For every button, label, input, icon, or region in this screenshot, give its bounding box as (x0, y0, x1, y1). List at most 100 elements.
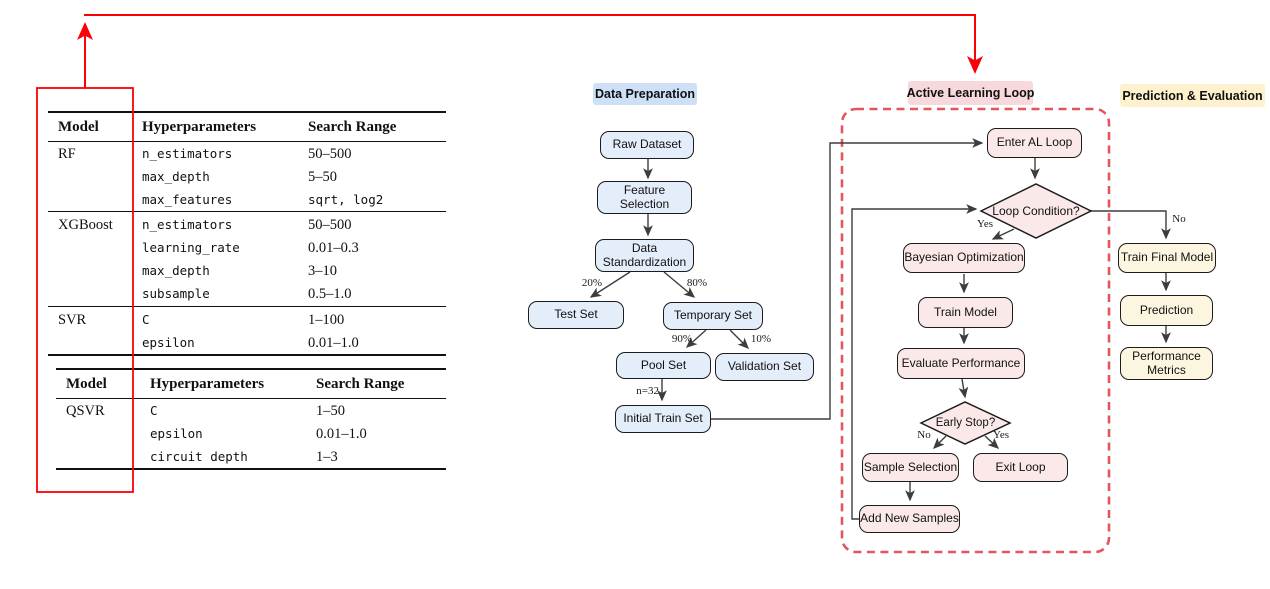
cell-range: 1–3 (316, 448, 338, 465)
cell-param: epsilon (142, 334, 195, 350)
edge-label-loop-no: No (1172, 213, 1186, 225)
cell-range: 0.5–1.0 (308, 286, 352, 302)
cell-param: epsilon (150, 425, 203, 441)
loop-condition-diamond (979, 183, 1093, 239)
cell-param: max_depth (142, 168, 210, 184)
cell-param: max_depth (142, 263, 210, 278)
arrow-standardization-to-test (589, 271, 631, 298)
edge-label-10pct: 10% (750, 333, 772, 345)
arrow-earlystop-no-to-sample (933, 435, 947, 449)
cell-param: circuit depth (150, 448, 248, 464)
cell-range: 0.01–1.0 (316, 425, 367, 442)
cell-param: n_estimators (132, 211, 298, 237)
cell-param: learning_rate (142, 240, 240, 255)
node-evaluate-performance: Evaluate Performance (897, 348, 1025, 379)
cell-range: 50–500 (298, 211, 446, 237)
cell-model: RF (58, 145, 76, 162)
header-hyperparameters: Hyperparameters (132, 112, 298, 142)
section-label-data-preparation: Data Preparation (593, 83, 697, 105)
node-test-set: Test Set (528, 301, 624, 329)
classical-models-table-wrap: Model Hyperparameters Search Range RF n_… (48, 111, 446, 356)
cell-range: 50–500 (308, 145, 352, 162)
edge-label-early-no: No (917, 429, 931, 441)
cell-model: XGBoost (48, 211, 132, 237)
arrow-initial-to-enter-loop (710, 138, 984, 420)
arrow-earlystop-yes-to-exit (984, 435, 1000, 449)
edge-label-loop-yes: Yes (976, 218, 993, 230)
classical-models-table: Model Hyperparameters Search Range RF n_… (48, 111, 446, 356)
cell-range: 5–50 (308, 168, 337, 185)
arrow-condition-no-to-final (1091, 210, 1171, 240)
table-row: epsilon 0.01–1.0 (56, 422, 446, 445)
node-initial-train-set: Initial Train Set (615, 405, 711, 433)
node-add-new-samples: Add New Samples (859, 505, 960, 533)
arrow-temporary-to-validation (729, 329, 749, 349)
node-pool-set: Pool Set (616, 352, 711, 379)
active-learning-dashed-border (840, 107, 1111, 554)
cell-param: max_features (142, 191, 233, 207)
table-row: max_depth 5–50 (48, 165, 446, 188)
edge-label-n32: n=32 (636, 385, 659, 397)
cell-range: 0.01–1.0 (308, 334, 359, 351)
table-row: QSVR C 1–50 (56, 399, 446, 423)
cell-param: C (132, 305, 298, 331)
arrow-condition-yes-to-bayesian (991, 228, 1015, 240)
cell-param: n_estimators (142, 145, 233, 161)
header-model: Model (48, 112, 132, 142)
node-prediction: Prediction (1120, 295, 1213, 326)
arrow-add-back-to-condition (851, 204, 978, 520)
node-sample-selection: Sample Selection (862, 453, 959, 482)
node-train-model: Train Model (918, 297, 1013, 328)
node-enter-al-loop: Enter AL Loop (987, 128, 1082, 158)
table-row: epsilon 0.01–1.0 (48, 331, 446, 355)
early-stop-diamond (919, 401, 1012, 445)
node-loop-condition-label: Loop Condition? (992, 204, 1080, 218)
quantum-model-table-wrap: Model Hyperparameters Search Range QSVR … (56, 368, 446, 470)
node-validation-set: Validation Set (715, 353, 814, 381)
edge-label-80pct: 80% (686, 277, 708, 289)
cell-range: 0.01–0.3 (308, 240, 359, 256)
cell-model: SVR (48, 305, 132, 331)
table-row: SVR C 1–100 (48, 305, 446, 331)
header-hyperparameters: Hyperparameters (140, 369, 306, 399)
table-header-row: Model Hyperparameters Search Range (48, 112, 446, 142)
cell-range: 1–50 (316, 402, 345, 419)
red-highlight-rect (36, 87, 134, 493)
node-raw-dataset: Raw Dataset (600, 131, 694, 159)
cell-range: 3–10 (308, 263, 337, 279)
node-temporary-set: Temporary Set (663, 302, 763, 330)
table-row: subsample 0.5–1.0 (48, 283, 446, 307)
cell-range: sqrt, log2 (308, 191, 384, 207)
node-exit-loop: Exit Loop (973, 453, 1068, 482)
edge-label-90pct: 90% (671, 333, 693, 345)
cell-param: subsample (142, 286, 210, 301)
table-row: RF n_estimators 50–500 (48, 142, 446, 166)
table-row: XGBoost n_estimators 50–500 (48, 211, 446, 237)
cell-param: C (150, 402, 158, 418)
header-search-range: Search Range (306, 369, 446, 399)
arrow-standardization-to-temporary (663, 271, 696, 298)
edge-label-20pct: 20% (581, 277, 603, 289)
red-arrow-to-active-learning (84, 14, 983, 74)
table-header-row: Model Hyperparameters Search Range (56, 369, 446, 399)
node-data-standardization: Data Standardization (595, 239, 694, 272)
edge-label-early-yes: Yes (992, 429, 1009, 441)
arrow-temporary-to-pool (685, 329, 707, 348)
node-early-stop-label: Early Stop? (935, 417, 996, 429)
cell-range: 1–100 (298, 305, 446, 331)
node-feature-selection: Feature Selection (597, 181, 692, 214)
node-bayesian-optimization: Bayesian Optimization (903, 243, 1025, 273)
table-row: max_features sqrt, log2 (48, 188, 446, 212)
flow-arrows (589, 138, 1171, 520)
section-label-prediction-evaluation: Prediction & Evaluation (1120, 84, 1265, 107)
quantum-model-table: Model Hyperparameters Search Range QSVR … (56, 368, 446, 470)
node-train-final-model: Train Final Model (1118, 243, 1216, 273)
table-row: max_depth 3–10 (48, 260, 446, 283)
header-model: Model (56, 369, 140, 399)
section-label-active-learning-loop: Active Learning Loop (907, 81, 1034, 105)
cell-model: QSVR (66, 402, 105, 419)
arrow-evaluate-to-earlystop (958, 378, 969, 399)
header-search-range: Search Range (298, 112, 446, 142)
